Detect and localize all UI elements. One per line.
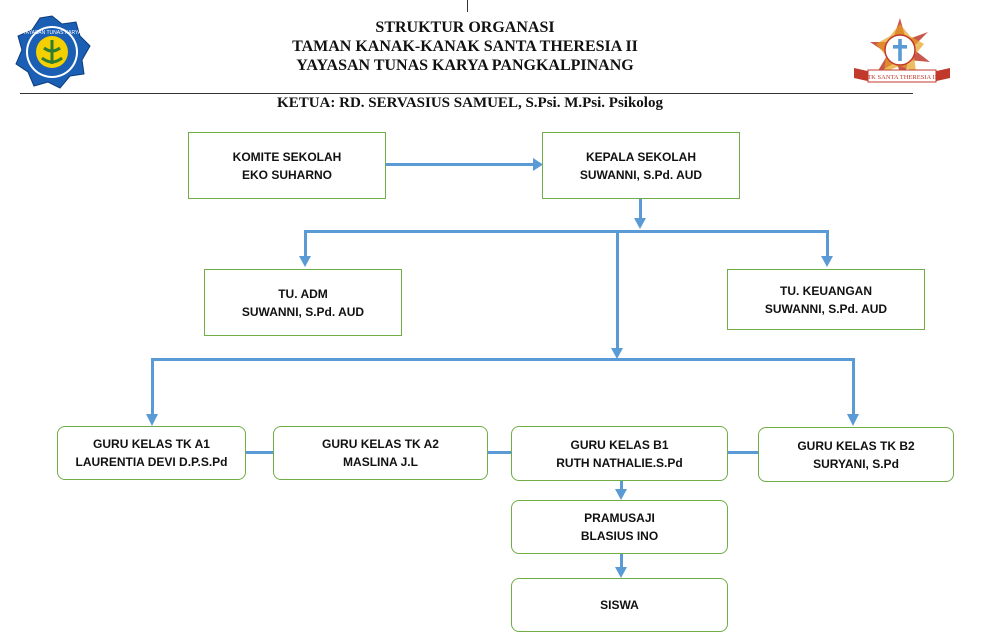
connector-main-trunk	[616, 230, 619, 350]
arrow-trunk	[611, 348, 623, 359]
header-rule	[20, 93, 913, 94]
title-line-3: YAYASAN TUNAS KARYA PANGKALPINANG	[296, 57, 634, 74]
arrow-to-siswa	[615, 567, 627, 578]
connector-guru-a1	[151, 358, 154, 416]
arrow-to-tu-adm	[299, 256, 311, 267]
node-title: KEPALA SEKOLAH	[585, 149, 696, 164]
svg-text:TK SANTA THERESIA II: TK SANTA THERESIA II	[867, 74, 937, 81]
node-title: GURU KELAS B1	[570, 437, 669, 452]
connector-guru-b2	[852, 358, 855, 416]
node-kepala-sekolah: KEPALA SEKOLAH SUWANNI, S.Pd. AUD	[542, 132, 740, 199]
connector-guru-bar	[151, 358, 855, 361]
node-tu-adm: TU. ADM SUWANNI, S.Pd. AUD	[204, 269, 402, 336]
node-guru-b1: GURU KELAS B1 RUTH NATHALIE.S.Pd	[511, 426, 728, 481]
node-name: BLASIUS INO	[580, 529, 659, 543]
node-title: PRAMUSAJI	[584, 511, 655, 525]
arrow-to-guru-a1	[146, 414, 158, 426]
node-pramusaji: PRAMUSAJI BLASIUS INO	[511, 500, 728, 554]
node-name: EKO SUHARNO	[241, 167, 332, 182]
yayasan-logo: YAYASAN TUNAS KARYA	[15, 15, 91, 89]
arrow-to-guru-b2	[847, 414, 859, 426]
node-name: RUTH NATHALIE.S.Pd	[556, 455, 683, 470]
node-title: GURU KELAS TK B2	[797, 438, 915, 453]
node-name: SUWANNI, S.Pd. AUD	[764, 301, 888, 316]
node-title: KOMITE SEKOLAH	[232, 149, 342, 164]
arrow-kepala-down	[634, 218, 646, 229]
arrow-to-pramusaji	[615, 489, 627, 500]
tk-santa-theresia-logo: TK SANTA THERESIA II	[854, 18, 950, 83]
node-title: SISWA	[600, 598, 639, 612]
ketua-label: KETUA: RD. SERVASIUS SAMUEL, S.Psi. M.Ps…	[277, 95, 663, 111]
node-komite-sekolah: KOMITE SEKOLAH EKO SUHARNO	[188, 132, 386, 199]
connector-tu-bar	[304, 230, 829, 233]
connector-b1-pramusaji	[620, 481, 623, 491]
arrow-to-tu-keuangan	[821, 256, 833, 267]
connector-b1-b2	[727, 451, 759, 454]
node-title: GURU KELAS TK A1	[93, 437, 210, 451]
node-guru-a1: GURU KELAS TK A1 LAURENTIA DEVI D.P.S.Pd	[57, 426, 246, 480]
arrow-to-kepala	[533, 158, 543, 171]
connector-pramusaji-siswa	[620, 553, 623, 569]
title-line-2: TAMAN KANAK-KANAK SANTA THERESIA II	[292, 38, 638, 55]
connector-tu-keuangan	[826, 230, 829, 258]
node-name: SURYANI, S.Pd	[813, 456, 899, 471]
node-title: TU. KEUANGAN	[780, 283, 872, 298]
node-name: SUWANNI, S.Pd. AUD	[579, 167, 703, 182]
connector-kepala-down	[639, 198, 642, 220]
node-tu-keuangan: TU. KEUANGAN SUWANNI, S.Pd. AUD	[727, 269, 925, 330]
node-name: MASLINA J.L	[343, 455, 418, 469]
connector-tu-adm	[304, 230, 307, 258]
connector-a2-b1	[487, 451, 512, 454]
node-title: TU. ADM	[278, 286, 328, 301]
node-name: SUWANNI, S.Pd. AUD	[241, 304, 365, 319]
node-guru-a2: GURU KELAS TK A2 MASLINA J.L	[273, 426, 488, 480]
top-divider	[467, 0, 468, 12]
connector-a1-a2	[245, 451, 274, 454]
node-guru-b2: GURU KELAS TK B2 SURYANI, S.Pd	[758, 427, 954, 482]
svg-text:YAYASAN TUNAS KARYA: YAYASAN TUNAS KARYA	[23, 30, 82, 36]
title-line-1: STRUKTUR ORGANASI	[375, 19, 555, 36]
node-name: LAURENTIA DEVI D.P.S.Pd	[75, 455, 228, 469]
node-title: GURU KELAS TK A2	[322, 437, 439, 451]
connector-komite-kepala	[385, 163, 535, 166]
node-siswa: SISWA	[511, 578, 728, 632]
